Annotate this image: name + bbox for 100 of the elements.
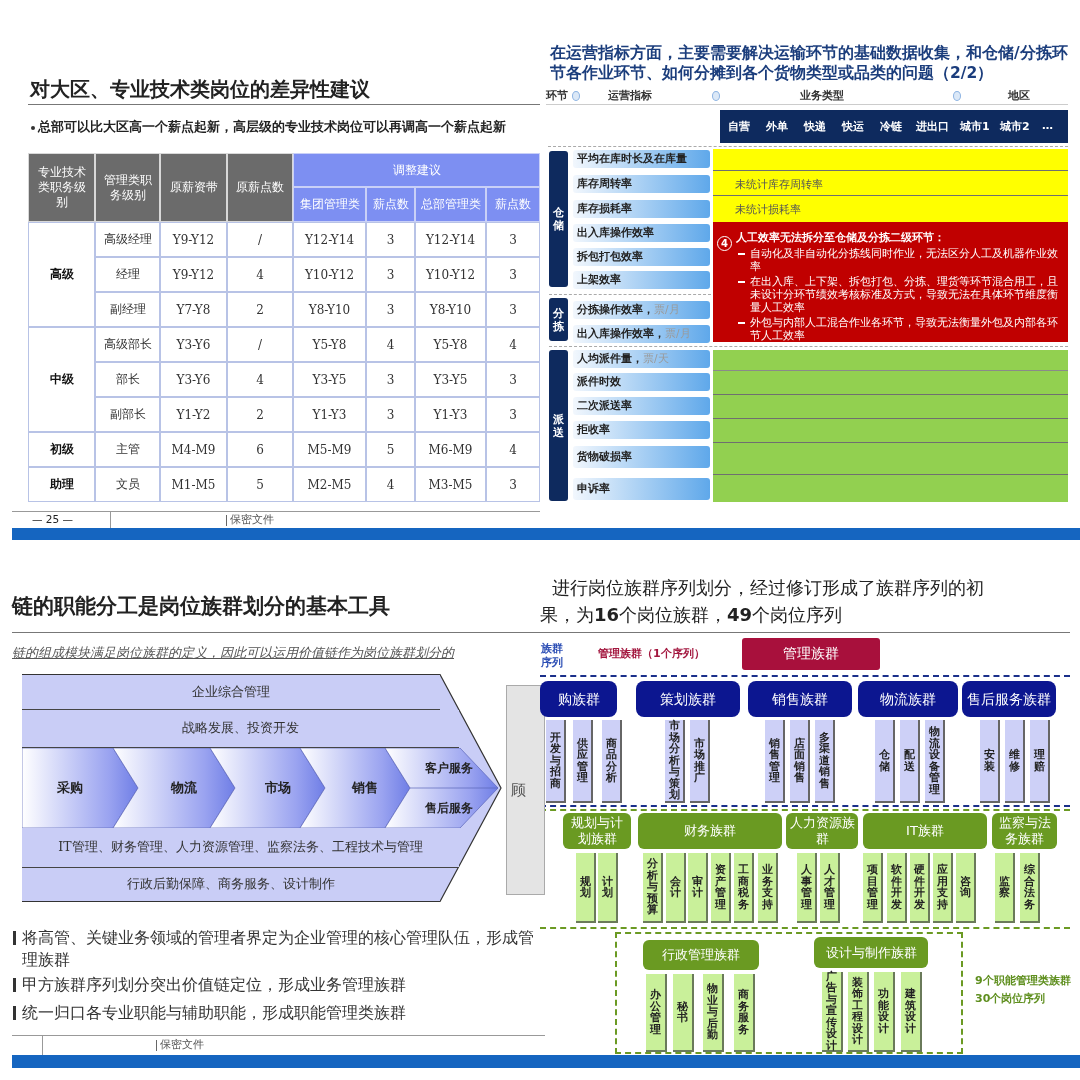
table-cell: 4 (366, 327, 415, 362)
status-panel (713, 350, 1068, 502)
table-cell: 副部长 (95, 397, 160, 432)
table-cell: 2 (227, 292, 293, 327)
table-cell: 高级 (28, 222, 95, 327)
table-cell: 4 (366, 467, 415, 502)
footer-text: 保密文件 (160, 1038, 204, 1052)
chevron-step: 市场 (210, 748, 325, 828)
category-label: 快递 (804, 119, 826, 134)
job-family-tile: 财务族群 (638, 813, 782, 849)
job-sequence-tile: 秘书 (673, 974, 694, 1052)
metric-bar: 二次派送率 (573, 397, 710, 415)
bullet-text: 统一归口各专业职能与辅助职能，形成职能管理类族群 (22, 1002, 407, 1024)
job-sequence-tile: 办公管理 (646, 974, 667, 1052)
table-cell: M3-M5 (415, 467, 486, 502)
table-cell: 3 (486, 257, 540, 292)
metric-bar: 库存周转率 (573, 175, 710, 193)
job-sequence-tile: 咨询 (956, 853, 976, 923)
value-chain-band: 行政后勤保障、商务服务、设计制作 (22, 868, 440, 901)
issue-text: 外包与内部人工混合作业各环节，导致无法衡量外包及内部各环节人工效率 (750, 316, 1059, 342)
job-family-tile: 规划与计划族群 (563, 813, 631, 849)
job-sequence-tile: 业务支持 (758, 853, 778, 923)
page-number: — 25 — (32, 513, 74, 525)
chevron-step: 采购 (22, 748, 138, 828)
table-cell: Y3-Y5 (415, 362, 486, 397)
job-family-tile: IT族群 (863, 813, 987, 849)
category-label: 城市1 (960, 119, 990, 134)
column-heading: 运营指标 (608, 88, 652, 103)
table-cell: 3 (366, 222, 415, 257)
bullet-text: 将高管、关键业务领域的管理者界定为企业管理的核心管理队伍，形成管理族群 (22, 927, 535, 971)
job-family-tile: 行政管理族群 (643, 940, 759, 970)
table-cell: Y12-Y14 (293, 222, 366, 257)
category-label: 自营 (728, 119, 750, 134)
job-family-tile: 售后服务族群 (962, 681, 1056, 717)
unit-label: 票/月 (665, 327, 691, 341)
job-sequence-tile: 硬件开发 (910, 853, 930, 923)
value-chain-band: 战略发展、投资开发 (22, 710, 459, 748)
section-tab: 仓储 (549, 151, 568, 287)
chevron-step: 售后服务 (385, 788, 498, 828)
table-cell: M2-M5 (293, 467, 366, 502)
column-heading: 环节 (546, 88, 568, 103)
table-cell: Y8-Y10 (293, 292, 366, 327)
category-label: … (1042, 119, 1053, 132)
footer-text: 保密文件 (230, 513, 274, 527)
group-caption: 9个职能管理类族群 (975, 973, 1071, 988)
table-cell: M5-M9 (293, 432, 366, 467)
table-cell: 4 (227, 362, 293, 397)
job-family-tile: 物流族群 (858, 681, 958, 717)
job-sequence-tile: 理赔 (1030, 720, 1050, 803)
table-cell: Y1-Y3 (293, 397, 366, 432)
metric-bar (573, 350, 710, 368)
table-cell: 3 (486, 292, 540, 327)
job-sequence-tile: 多渠道销售 (815, 720, 835, 803)
issue-text: 自动化及非自动化分拣线同时作业，无法区分人工及机器作业效率 (750, 247, 1059, 273)
table-cell: 经理 (95, 257, 160, 292)
issue-panel (713, 222, 1068, 342)
job-sequence-tile: 会计 (666, 853, 686, 923)
header-cell: 集团管理类 (293, 187, 366, 222)
table-cell: 主管 (95, 432, 160, 467)
table-cell: 3 (486, 397, 540, 432)
job-sequence-tile: 工商税务 (734, 853, 754, 923)
table-cell: Y12-Y14 (415, 222, 486, 257)
header-cell: 薪点数 (366, 187, 415, 222)
table-cell: 中级 (28, 327, 95, 432)
metric-bar: 出入库操作效率 (573, 224, 710, 242)
metric-label: 出入库操作效率， (577, 327, 665, 341)
value-chain-band: IT管理、财务管理、人力资源管理、监察法务、工程技术与管理 (22, 828, 459, 868)
job-sequence-tile: 仓储 (875, 720, 895, 803)
metric-label: 分拣操作效率， (577, 303, 654, 317)
job-family-tile: 销售族群 (748, 681, 852, 717)
table-cell: Y9-Y12 (160, 257, 227, 292)
job-sequence-tile: 供应管理 (573, 720, 593, 803)
job-sequence-tile: 综合法务 (1020, 853, 1040, 923)
job-sequence-tile: 市场分析与策划 (665, 720, 685, 803)
job-family-tile: 监察与法务族群 (992, 813, 1057, 849)
table-cell: Y5-Y8 (293, 327, 366, 362)
table-cell: 3 (366, 362, 415, 397)
job-sequence-tile: 物业与后勤 (703, 974, 724, 1052)
metric-bar (573, 325, 710, 343)
table-cell: Y5-Y8 (415, 327, 486, 362)
metric-bar: 拒收率 (573, 421, 710, 439)
header-cell: 管理类职务级别 (95, 153, 160, 222)
table-cell: Y1-Y2 (160, 397, 227, 432)
issue-heading: 人工效率无法拆分至仓储及分拣二级环节： (736, 231, 946, 244)
category-label: 城市2 (1000, 119, 1030, 134)
table-cell: 助理 (28, 467, 95, 502)
header-cell: 原薪资带 (160, 153, 227, 222)
metric-label: 人均派件量， (577, 352, 643, 366)
chevron-step: 客户服务 (385, 748, 498, 788)
table-cell: Y3-Y6 (160, 362, 227, 397)
note-text: 未统计损耗率 (735, 203, 801, 217)
job-sequence-tile: 物流设备管理 (925, 720, 945, 803)
header-cell: 专业技术类职务级别 (28, 153, 95, 222)
table-cell: 5 (366, 432, 415, 467)
header-cell: 总部管理类 (415, 187, 486, 222)
metric-bar: 拆包打包效率 (573, 248, 710, 266)
job-sequence-tile: 开发与招商 (546, 720, 566, 803)
slide-title: 链的职能分工是岗位族群划分的基本工具 (12, 593, 390, 620)
metric-bar: 库存损耗率 (573, 200, 710, 218)
job-sequence-tile: 项目管理 (863, 853, 883, 923)
